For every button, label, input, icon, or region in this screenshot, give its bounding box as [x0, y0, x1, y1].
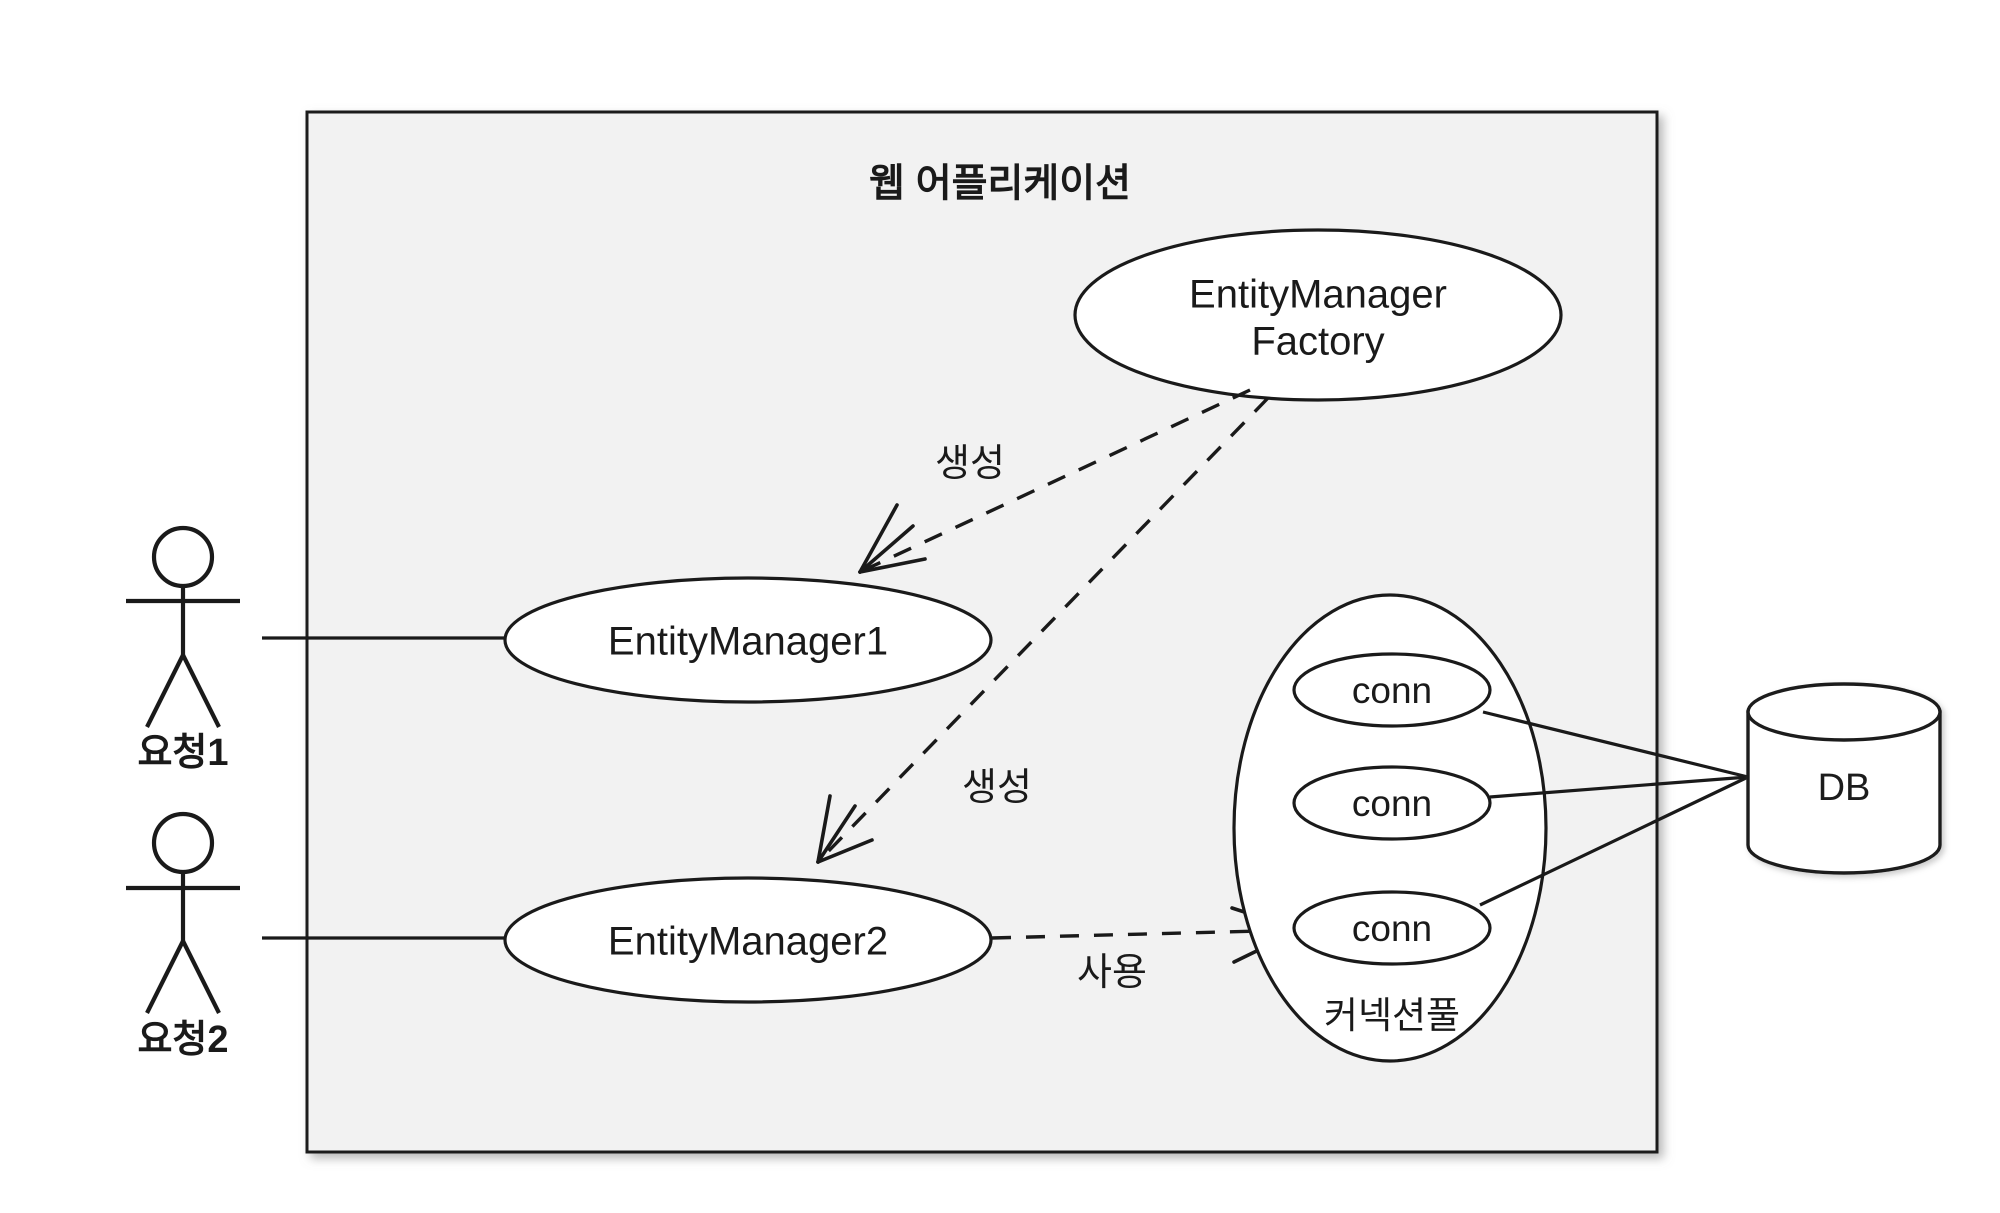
actor-request-2[interactable]: 요청2 [126, 811, 240, 1061]
actor-label-2: 요청2 [137, 1019, 228, 1061]
arrowhead-barb-mid-1 [858, 503, 899, 574]
conn-ellipse-3 [1292, 890, 1492, 966]
edge-create-entitymanager2: 생성 [816, 396, 1270, 864]
entity-manager-factory-label-line2: Factory [1251, 320, 1384, 364]
actor-label-1: 요청1 [137, 732, 228, 774]
pool-connection-1[interactable]: conn [1292, 652, 1492, 728]
conn-label-3: conn [1352, 908, 1432, 949]
arrowhead-barb-upper-2 [816, 838, 874, 864]
link-conn2-to-db [1489, 775, 1749, 799]
edge-label-create-1: 생성 [935, 443, 1005, 485]
actor-left-leg-line [145, 940, 185, 1014]
entity-manager-1-label: EntityManager1 [608, 620, 888, 664]
actor-head-icon [151, 811, 215, 875]
actor-right-leg-line [181, 940, 221, 1014]
actor-request-1[interactable]: 요청1 [126, 525, 240, 774]
edge-label-create-2: 생성 [962, 767, 1032, 809]
conn-label-1: conn [1352, 670, 1432, 711]
actor-right-leg-line [181, 654, 221, 728]
link-conn1-to-db [1482, 710, 1749, 779]
entity-manager-1-ellipse [503, 576, 993, 704]
entity-manager-2-ellipse [503, 876, 993, 1004]
pool-connection-3[interactable]: conn [1292, 890, 1492, 966]
edge-create-entitymanager1: 생성 [858, 388, 1251, 574]
entity-manager-factory-label-line1: EntityManager [1189, 273, 1447, 317]
edge-label-use: 사용 [1077, 952, 1147, 994]
actor-left-leg-line [145, 654, 185, 728]
connection-pool[interactable]: conn conn conn 커넥션풀 [1232, 593, 1548, 1063]
pool-connection-2[interactable]: conn [1292, 765, 1492, 841]
node-entity-manager-1[interactable]: EntityManager1 [503, 576, 993, 704]
entity-manager-2-label: EntityManager2 [608, 920, 888, 964]
node-database[interactable]: DB [1746, 682, 1942, 875]
entity-manager-factory-ellipse [1073, 228, 1563, 402]
dashed-line-create-1 [859, 388, 1251, 574]
arrowhead-barb-lower-1 [858, 524, 915, 574]
connection-pool-label: 커넥션풀 [1324, 995, 1460, 1036]
conn-ellipse-1 [1292, 652, 1492, 728]
actor-head-icon [151, 525, 215, 589]
conn-label-2: conn [1352, 783, 1432, 824]
arrowhead-barb-upper-1 [858, 557, 927, 574]
container-title: 웹 어플리케이션 [869, 162, 1131, 205]
database-cylinder-body [1746, 710, 1942, 875]
arrowhead-barb-mid-2 [816, 794, 832, 864]
link-conn3-to-db [1479, 775, 1749, 907]
node-entity-manager-2[interactable]: EntityManager2 [503, 876, 993, 1004]
node-entity-manager-factory[interactable]: EntityManager Factory [1073, 228, 1563, 402]
arrowhead-barb-lower-2 [816, 804, 857, 864]
conn-ellipse-2 [1292, 765, 1492, 841]
database-cylinder-top [1746, 682, 1942, 742]
database-label: DB [1818, 767, 1871, 809]
dashed-line-create-2 [816, 396, 1270, 864]
